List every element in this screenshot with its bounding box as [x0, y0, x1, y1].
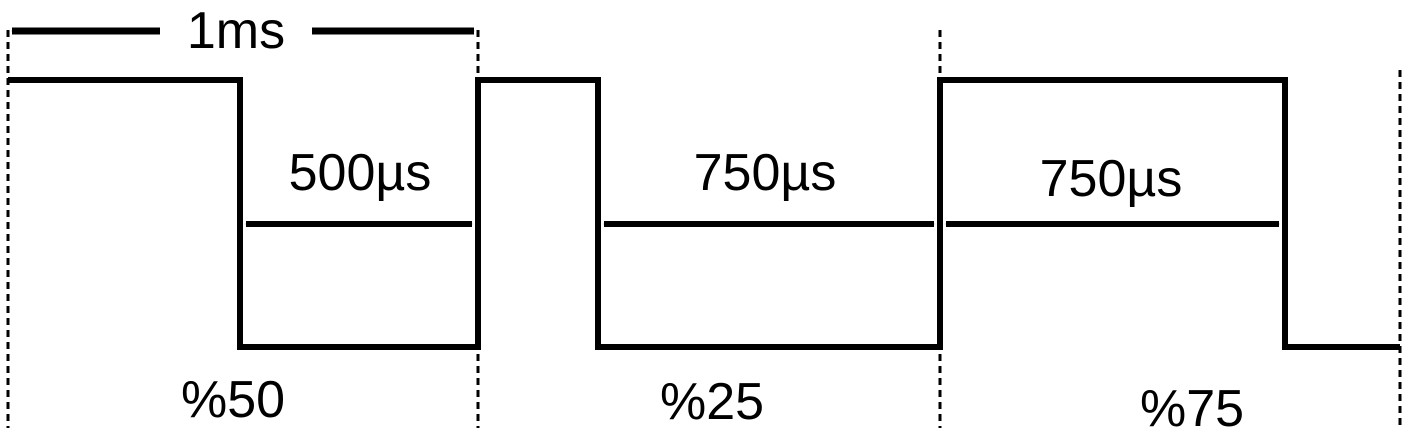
interval-label-2: 750µs — [694, 144, 837, 202]
interval-arrow-3: 750µs — [945, 150, 1280, 227]
period-boundaries — [6, 30, 1402, 428]
period-label: 1ms — [187, 2, 285, 60]
duty-label-1: %50 — [181, 371, 285, 429]
interval-label-3: 750µs — [1040, 150, 1183, 208]
duty-label-3: %75 — [1140, 380, 1244, 430]
interval-label-1: 500µs — [289, 144, 432, 202]
period-arrow: 1ms — [11, 2, 475, 60]
interval-arrow-1: 500µs — [245, 144, 473, 227]
pwm-waveform — [8, 77, 1400, 350]
duty-label-2: %25 — [660, 373, 764, 430]
interval-arrow-2: 750µs — [603, 144, 935, 227]
